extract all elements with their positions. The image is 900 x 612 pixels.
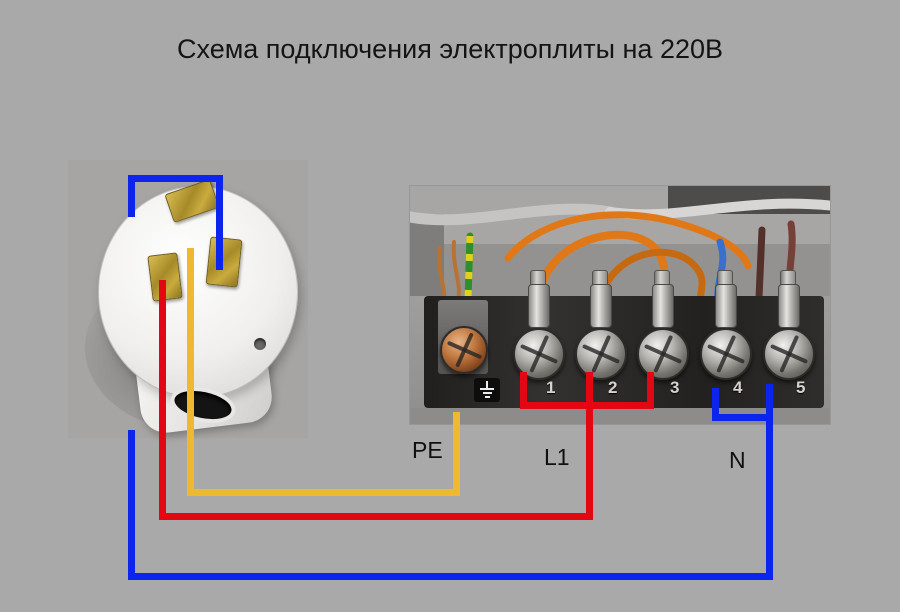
wire-n-right-riser <box>766 384 773 580</box>
orange-wire <box>596 248 706 304</box>
wire-n-jumper-4-5 <box>712 414 773 421</box>
earth-ground-icon <box>474 378 500 402</box>
wire-n-bottom-horizontal <box>128 573 773 580</box>
wire-l1-stub-terminal-3 <box>647 372 654 409</box>
wire-pe-riser <box>453 412 460 496</box>
wire-l1-horizontal <box>159 513 593 520</box>
plug-screw-hole <box>254 338 266 350</box>
terminal-screw-5 <box>763 328 815 380</box>
photo-wire-layer <box>410 198 830 304</box>
wire-n-left-upper <box>128 175 135 217</box>
bare-copper-wire <box>437 246 447 304</box>
wire-n-drop-to-pin <box>216 175 223 270</box>
terminal-screw-4 <box>700 328 752 380</box>
ground-terminal-label <box>474 378 500 402</box>
terminal-number-4: 4 <box>733 378 743 397</box>
label-l1: L1 <box>544 444 570 470</box>
wire-pe-horizontal <box>187 489 460 496</box>
terminal-screw-3 <box>637 328 689 380</box>
green-earth-wire <box>464 232 474 304</box>
brown-wire <box>755 226 766 302</box>
wire-n-left-lower <box>128 430 135 580</box>
terminal-block-photo: 1 2 3 4 5 <box>410 186 830 424</box>
wire-l1-from-pin <box>159 280 166 520</box>
crimp-connector <box>652 284 674 328</box>
page-title: Схема подключения электроплиты на 220В <box>177 34 723 64</box>
terminal-screw-1 <box>513 328 565 380</box>
wire-l1-riser <box>586 372 593 520</box>
terminal-number-1: 1 <box>546 378 556 397</box>
gray-cable <box>410 203 616 226</box>
wire-pe-from-pin <box>187 248 194 496</box>
plug-body <box>98 186 298 398</box>
crimp-connector <box>778 284 800 328</box>
wire-n-top-horizontal <box>128 175 223 182</box>
terminal-number-3: 3 <box>670 378 680 397</box>
label-n: N <box>729 447 746 473</box>
terminal-screw-2 <box>575 328 627 380</box>
orange-wire <box>504 211 752 270</box>
crimp-connector <box>590 284 612 328</box>
crimp-connector <box>715 284 737 328</box>
terminal-number-5: 5 <box>796 378 806 397</box>
bare-copper-wire <box>451 240 461 302</box>
wire-n-stub-terminal-4 <box>712 388 719 421</box>
ground-terminal-screw <box>440 326 488 374</box>
label-pe: PE <box>412 437 443 463</box>
crimp-connector <box>528 284 550 328</box>
wire-l1-jumper-1-2-3 <box>520 402 654 409</box>
terminal-number-2: 2 <box>608 378 618 397</box>
wire-l1-stub-terminal-1 <box>520 372 527 409</box>
plug-pin-neutral <box>205 236 243 288</box>
